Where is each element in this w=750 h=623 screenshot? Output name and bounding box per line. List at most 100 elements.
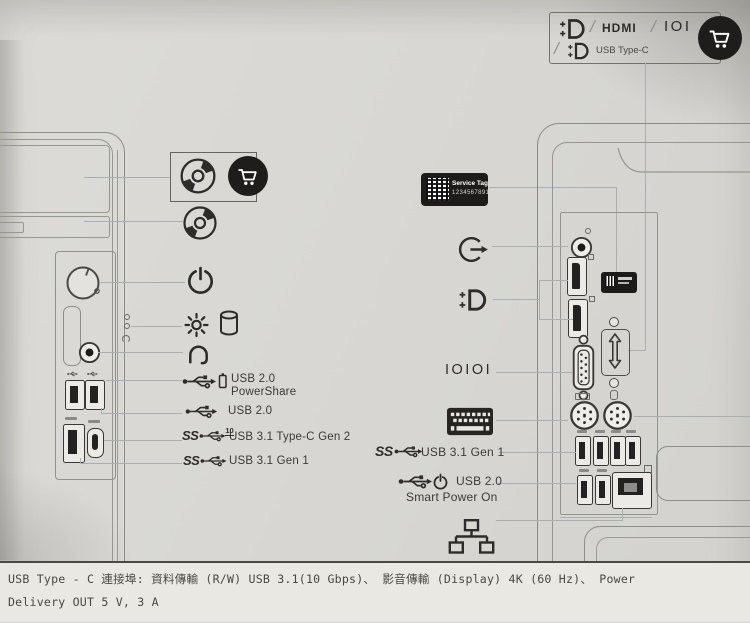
- rear-usb31-port: [575, 436, 591, 466]
- callout-line: [645, 63, 647, 351]
- usb31-gen1-icon: SS: [183, 453, 229, 468]
- footer-bottom-shadow: [0, 621, 750, 623]
- hard-drive-icon: [220, 310, 238, 336]
- optical-drive-bay: [0, 145, 110, 213]
- audio-jack-mini-mark: [585, 228, 591, 234]
- front-bezel-edge-line: [117, 150, 120, 562]
- usb-c-mark: [88, 420, 100, 423]
- ss-glyph: SS: [182, 428, 199, 443]
- callout-line: [496, 420, 568, 422]
- front-io-panel: [55, 251, 116, 480]
- slot-screw: [609, 378, 619, 388]
- serial-port-label: IOIOI: [445, 362, 493, 378]
- rear-usb31-gen1-label: USB 3.1 Gen 1: [421, 445, 505, 459]
- separator-slash: /: [590, 17, 595, 36]
- usb-ss-mark: [577, 430, 587, 433]
- diagnostic-light-icon: [184, 312, 209, 338]
- sd-card-slot: [63, 306, 81, 366]
- shopping-cart-badge: [698, 16, 742, 60]
- serial-db9-port: [572, 334, 595, 401]
- status-led: [124, 314, 130, 320]
- rear-usb31-port: [625, 436, 641, 466]
- slot-screw: [609, 317, 619, 327]
- ss-glyph: SS: [375, 443, 393, 459]
- keyboard-icon: [447, 407, 493, 436]
- front-usb31-typec-label: USB 3.1 Type-C Gen 2: [229, 431, 351, 443]
- front-usb2-port: [85, 380, 105, 410]
- front-bezel-outline-inner: [0, 139, 113, 563]
- slot-cover-arrow: [608, 333, 622, 369]
- rear-usb2-port: [577, 475, 593, 505]
- headset-icon: [189, 345, 208, 365]
- shopping-cart-badge: [228, 156, 268, 196]
- callout-line: [622, 508, 624, 521]
- callout-line: [101, 408, 103, 414]
- status-led: [124, 323, 130, 329]
- expansion-slot-bracket: [656, 446, 750, 501]
- callout-line: [101, 282, 185, 284]
- power-button: [66, 266, 100, 300]
- rear-io-recess: [560, 212, 658, 515]
- callout-line: [489, 187, 617, 189]
- callout-line: [84, 177, 170, 179]
- ps2-mouse-port: [603, 401, 632, 430]
- rear-usb31-port: [610, 436, 626, 466]
- callout-line: [80, 463, 182, 465]
- sticker-text-line: [618, 282, 629, 284]
- usb-ss-mark: [611, 430, 621, 433]
- callout-line: [492, 246, 568, 248]
- footer-note-line1: USB Type - C 連接埠: 資料傳輸 (R/W) USB 3.1(10 …: [8, 572, 636, 586]
- sticker-text-line: [618, 277, 632, 280]
- rear-chassis-outline-outer: [537, 123, 750, 564]
- callout-line: [106, 380, 182, 382]
- ps2-keyboard-port: [570, 401, 599, 430]
- rear-usb31-port: [593, 436, 609, 466]
- rear-smart-power-label: Smart Power On: [406, 490, 498, 504]
- callout-line: [493, 299, 539, 301]
- usb-mini-glyph: [66, 371, 79, 377]
- optical-disc-icon: [179, 157, 217, 195]
- callout-line: [498, 483, 576, 485]
- qr-code: [426, 178, 449, 201]
- separator-slash: /: [651, 17, 656, 36]
- callout-line: [131, 326, 182, 328]
- usb-mini-glyph: [86, 371, 99, 377]
- line-out-icon: [458, 236, 490, 263]
- rear-chassis-top-edge: [617, 147, 750, 173]
- service-tag-number: 1234567891: [452, 190, 490, 196]
- callout-line: [634, 416, 750, 418]
- front-usb20-label: USB 2.0: [228, 405, 273, 417]
- callout-line: [539, 319, 573, 321]
- slim-optical-drive: [0, 216, 110, 238]
- callout-line: [104, 440, 182, 442]
- callout-line: [101, 413, 182, 415]
- separator-slash: /: [554, 39, 559, 58]
- serial-ioi-glyph: IOI: [664, 18, 692, 35]
- rear-usb20-label: USB 2.0: [456, 474, 503, 488]
- callout-line: [496, 520, 623, 522]
- gen2-superscript: 10: [225, 425, 234, 436]
- shopping-cart-icon: [237, 169, 257, 186]
- usb-ss-mark: [626, 430, 636, 433]
- displayport-icon: [458, 289, 487, 311]
- sticker-qr: [605, 276, 615, 286]
- callout-line: [539, 280, 568, 282]
- headset-mini-mark: [122, 335, 130, 343]
- front-bezel-outline-outer: [0, 132, 125, 563]
- hdmi-logo: HDMI: [602, 21, 637, 35]
- callout-line: [616, 187, 618, 273]
- usb2-mark: [579, 469, 589, 472]
- callout-line: [539, 280, 541, 320]
- shopping-cart-icon: [708, 30, 730, 49]
- displayport-icon: [567, 42, 589, 60]
- usb31-gen2-icon: SS 10: [182, 425, 234, 443]
- callout-line: [98, 352, 183, 354]
- usb2-mark: [597, 469, 607, 472]
- usb-powershare-icon: [182, 372, 228, 391]
- network-icon: [448, 519, 495, 554]
- front-usb31-port: [63, 424, 85, 463]
- optical-eject-button: [0, 222, 24, 233]
- usb31-gen1-icon: SS: [375, 443, 425, 459]
- callout-line: [496, 372, 572, 374]
